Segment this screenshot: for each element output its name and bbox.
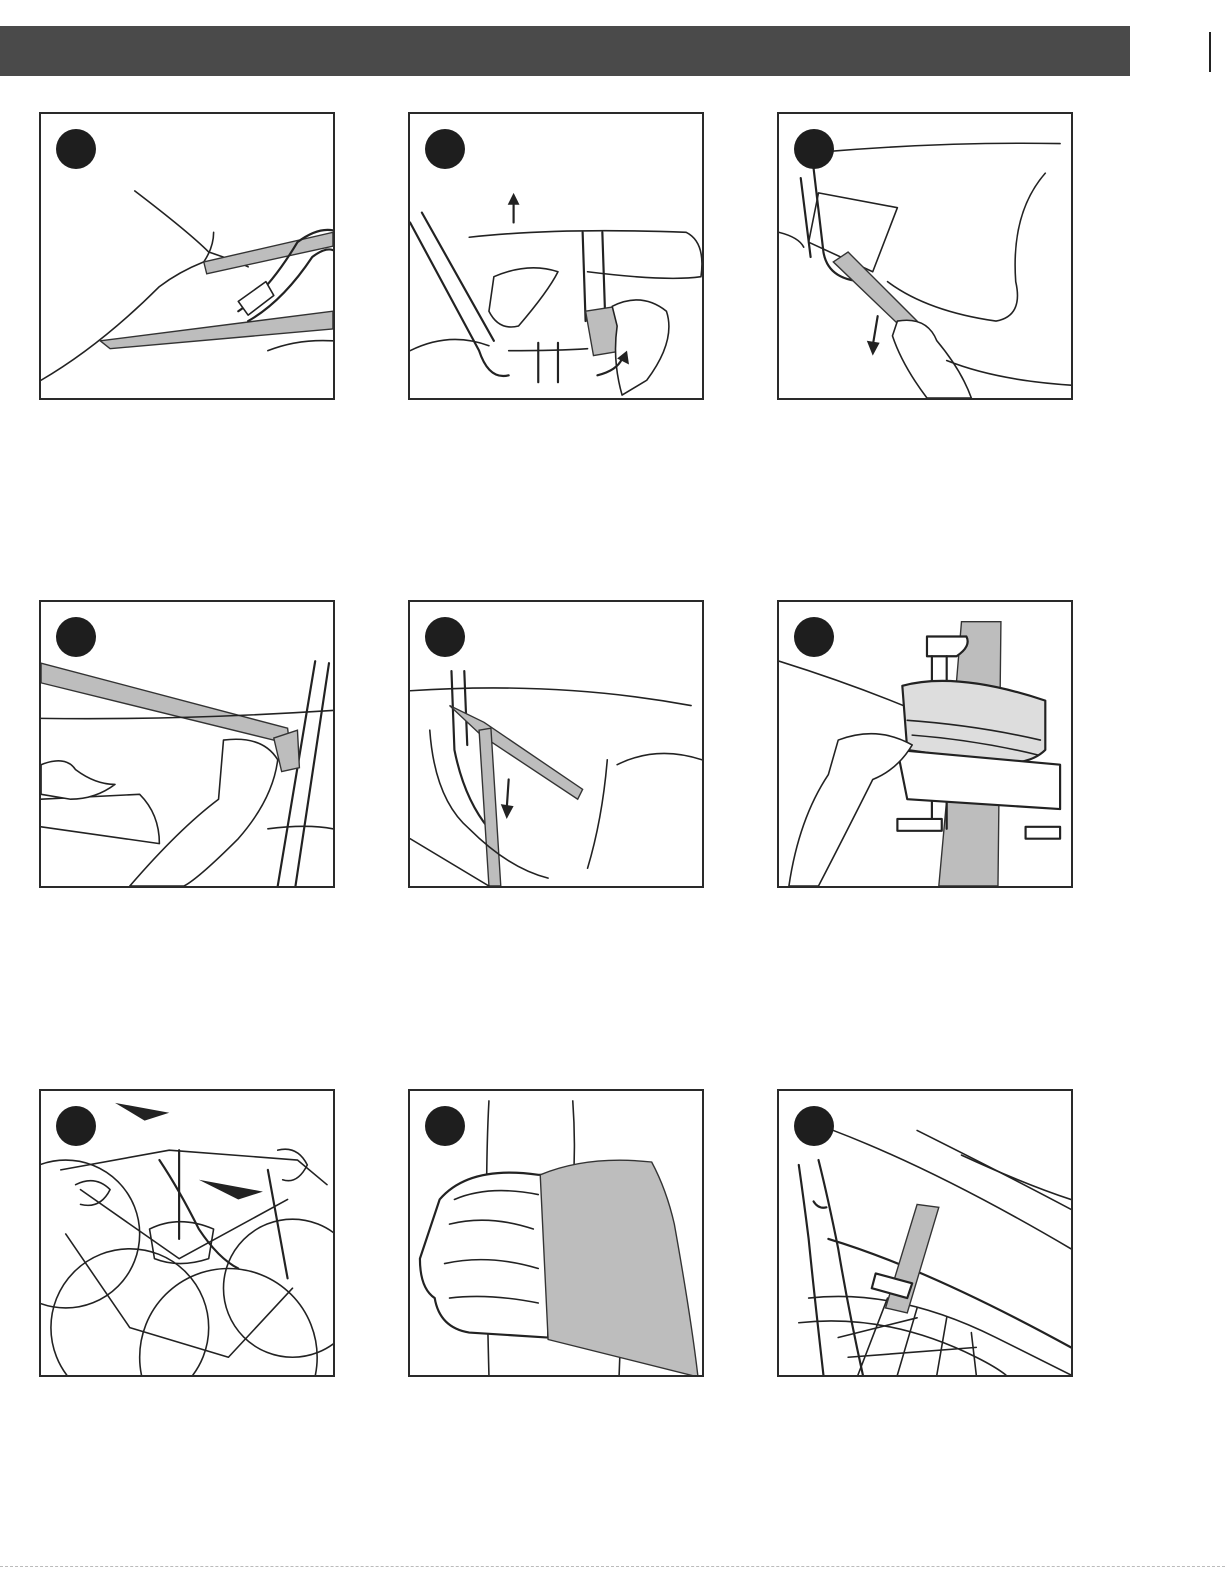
header-bar xyxy=(0,26,1130,76)
step-badge-icon xyxy=(794,129,834,169)
step-panel-7 xyxy=(39,1089,335,1377)
step-badge-icon xyxy=(56,1106,96,1146)
step-panel-4 xyxy=(39,600,335,888)
step-panel-1 xyxy=(39,112,335,400)
step-panel-8 xyxy=(408,1089,704,1377)
step-badge-icon xyxy=(425,1106,465,1146)
step-badge-icon xyxy=(794,1106,834,1146)
step-panel-6 xyxy=(777,600,1073,888)
step-panel-2 xyxy=(408,112,704,400)
step-badge-icon xyxy=(794,617,834,657)
step-panel-9 xyxy=(777,1089,1073,1377)
step-badge-icon xyxy=(56,129,96,169)
step-badge-icon xyxy=(56,617,96,657)
page-edge-mark xyxy=(1209,32,1211,72)
step-panel-3 xyxy=(777,112,1073,400)
step-panel-5 xyxy=(408,600,704,888)
footer-divider xyxy=(0,1566,1225,1567)
step-badge-icon xyxy=(425,129,465,169)
step-badge-icon xyxy=(425,617,465,657)
